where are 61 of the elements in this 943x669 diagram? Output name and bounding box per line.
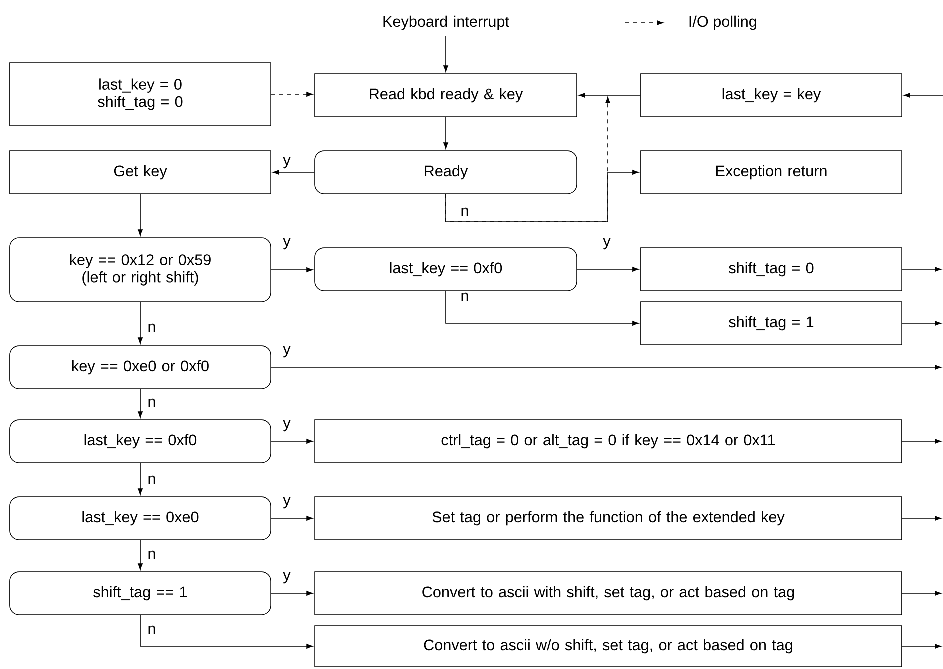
process-box: Convert to ascii w/o shift, set tag, or act based on tag [314,626,902,668]
arrow [902,591,942,596]
arrow [446,170,640,222]
process-box: Convert to ascii with shift, set tag, or act based on tag [314,572,902,616]
arrow [271,439,314,444]
decision-box: key == 0xe0 or 0xf0 [10,346,272,390]
arrow [138,302,143,344]
arrow [138,540,143,570]
arrow [271,591,314,596]
decision-box: Ready [314,150,578,194]
process-box: last_key = 0 shift_tag = 0 [10,62,272,126]
arrow [902,439,942,444]
edge-label: n [148,324,156,332]
decision-box: last_key == 0xf0 [314,248,578,292]
decision-box: last_key == 0xf0 [10,420,272,464]
start-label: Keyboard interrupt [384,16,510,30]
arrow [904,93,943,98]
arrow [138,462,143,496]
arrow [444,116,448,150]
edge-label: y [283,238,291,250]
edge-label: y [283,420,291,432]
arrow [902,644,942,649]
edge-label: y [603,238,611,250]
arrow [446,290,640,326]
arrow [271,92,314,97]
edge-label: n [148,476,156,484]
arrow [271,365,942,370]
edge-label: n [462,292,468,302]
arrow [271,516,314,521]
arrow [140,614,314,649]
edge-label: y [283,572,291,584]
edge-label: n [462,208,468,216]
arrow [271,268,314,272]
edge-label: y [283,157,291,169]
arrow [446,96,610,222]
edge-label: n [148,398,156,408]
arrow [578,93,641,98]
process-box: Set tag or perform the function of the extended key [314,496,902,540]
process-box: Get key [10,150,272,194]
arrow [138,194,143,236]
edge-label: n [148,626,156,634]
arrow [902,267,942,272]
edge-label: y [283,497,291,509]
arrow [138,388,143,418]
process-box: Read kbd ready & key [314,74,578,118]
arrow [272,170,315,175]
arrow [577,267,640,272]
process-box: Exception return [640,150,902,194]
decision-box: last_key == 0xe0 [10,496,272,540]
process-box: shift_tag = 1 [640,302,902,346]
arrow [902,516,942,521]
edge-label: y [283,346,291,358]
process-box: last_key = key [640,74,902,118]
process-box: ctrl_tag = 0 or alt_tag = 0 if key == 0x14 or 0x11 [314,420,902,464]
decision-box: shift_tag == 1 [10,572,272,616]
arrow [902,321,942,326]
arrow [444,36,448,72]
decision-box: key == 0x12 or 0x59 (left or right shift) [10,238,272,302]
edge-label: n [148,550,156,560]
process-box: shift_tag = 0 [640,248,902,292]
legend-label: I/O polling [690,16,756,30]
